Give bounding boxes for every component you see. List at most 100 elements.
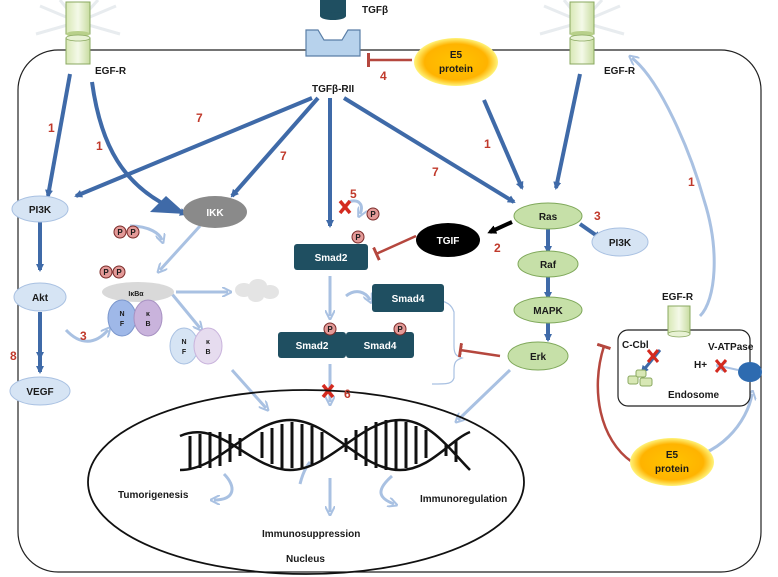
akt-node [13,282,67,312]
kb2-b-label: B [205,349,210,356]
ikk-node [183,196,247,228]
v-atpase-label: V-ATPase [708,342,754,353]
block-x-vatpase [714,359,728,373]
smad4-node [372,284,444,312]
tgfb-rii-label: TGFβ-RII [312,84,354,95]
p-label: P [116,268,122,277]
ikba-degradation-fragments [235,279,279,302]
endosome-label: Endosome [668,390,720,401]
tgfb-rii-receptor [305,29,361,57]
phospho-ikk: P P [113,225,140,239]
smad4-complex-label: Smad4 [364,341,397,352]
step-1c: 1 [484,137,491,151]
egfr-left-receptor [65,1,91,65]
nfkb-b-subunit [133,299,163,337]
process-arrows [64,58,752,512]
kb2-k-label: κ [206,339,210,346]
ccbl-label: C-Cbl [622,340,649,351]
step-4: 4 [380,69,387,83]
degraded-egfr [627,369,653,387]
smad2-complex-node [278,332,346,358]
step-7a: 7 [196,111,203,125]
e5-top-line2: protein [439,64,473,75]
nf-f-label: F [120,321,125,328]
inhibition-lines [372,234,633,464]
e5-bottom-line2: protein [655,464,689,475]
dna-helix [179,418,471,472]
ccbl-arrow [640,349,662,374]
nf2-f-label: F [182,349,187,356]
p-label: P [130,228,136,237]
p-label: P [355,233,361,242]
ras-tgif-arrow [487,220,513,234]
ras-node [513,202,583,230]
step-1b: 1 [96,139,103,153]
e5-protein-bottom [630,438,714,486]
pi3k-left-label: PI3K [29,205,52,216]
mapk-label: MAPK [533,306,563,317]
pi3k-right-label: PI3K [609,238,632,249]
p-label: P [397,325,403,334]
step-7c: 7 [432,165,439,179]
tgif-label: TGIF [437,236,460,247]
vegf-node [9,376,71,406]
immunosuppression-label: Immunosuppression [262,529,360,540]
smad2-complex-label: Smad2 [296,341,329,352]
vegf-label: VEGF [26,387,53,398]
e5-protein-top [414,38,498,86]
erk-label: Erk [530,352,547,363]
ikba-label: IκBα [128,291,144,298]
e5-bottom-line1: E5 [666,450,679,461]
step-1d: 1 [688,175,695,189]
tgfb-ligand [320,0,346,20]
e5-top-line1: E5 [450,50,463,61]
immunoregulation-label: Immunoregulation [420,494,507,505]
tumorigenesis-label: Tumorigenesis [118,490,189,501]
step-6: 6 [344,387,351,401]
step-5: 5 [350,187,357,201]
smad2-node [294,244,368,270]
tgif-node [416,223,480,257]
block-x-step5 [338,199,352,215]
step-3b: 3 [594,209,601,223]
step-2: 2 [494,241,501,255]
mapk-node [513,296,583,324]
erk-node [507,341,569,371]
raf-label: Raf [540,260,557,271]
ikk-arrowhead [150,196,186,214]
ras-label: Ras [539,212,558,223]
akt-label: Akt [32,293,49,304]
nf2-n-label: N [181,339,186,346]
egfr-right-label: EGF-R [604,66,636,77]
raf-node [517,250,579,278]
block-x-ccbl [646,349,660,363]
smad4-label: Smad4 [392,294,425,305]
smad2-phospho [351,230,365,244]
ikk-label: IKK [206,208,224,219]
step-1a: 1 [48,121,55,135]
complex-phospho-2 [393,322,407,336]
step-3a: 3 [80,329,87,343]
kb-k-label: κ [146,311,150,318]
complex-phospho-1 [323,322,337,336]
p-label: P [370,210,376,219]
tgfb-label: TGFβ [362,5,388,16]
step-8: 8 [10,349,17,363]
free-nfkb-b-subunit [193,327,223,365]
v-atpase-pump [738,362,762,382]
egfr-left-label: EGF-R [95,66,127,77]
egfr-endosome-label: EGF-R [662,292,694,303]
smad-bracket [431,299,464,385]
kb-b-label: B [145,321,150,328]
smad4-complex-node [346,332,414,358]
step-numbers: 1 1 1 1 2 3 3 4 5 6 7 7 7 8 [10,69,695,401]
p-label: P [117,228,123,237]
phospho-ikba: P P [99,265,126,279]
pi3k-right-node [591,227,649,257]
h-plus-label: H+ [694,360,707,371]
p-label: P [103,268,109,277]
smad2-phospho-2 [366,207,380,221]
ikba-node [102,282,174,302]
egfr-endosome-receptor [667,305,691,338]
